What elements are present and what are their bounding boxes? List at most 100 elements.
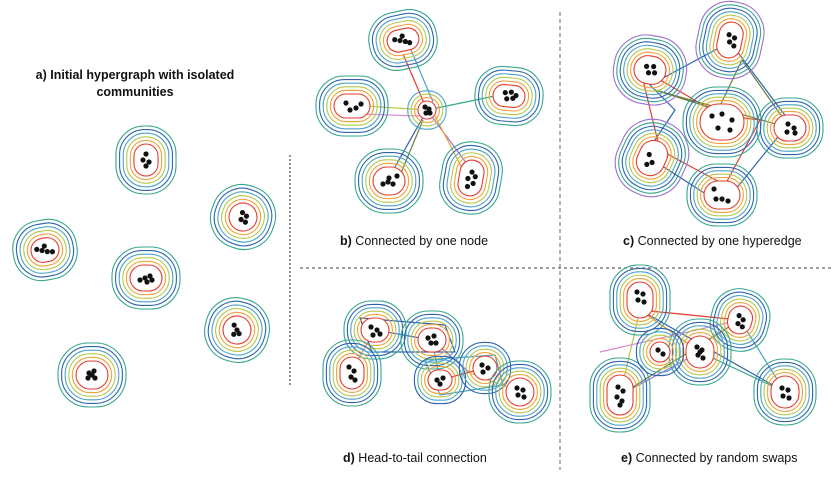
node	[719, 196, 725, 202]
hyperedge-ring	[371, 12, 435, 68]
community-4	[111, 246, 181, 310]
hyperedge-ring	[692, 96, 752, 148]
node	[469, 169, 475, 175]
hyperedge-ring	[111, 246, 181, 310]
hyperedge-ring	[716, 295, 764, 345]
node	[386, 175, 392, 181]
node	[422, 104, 428, 110]
connecting-hyperedge	[410, 49, 434, 103]
hyperedge-ring	[472, 355, 498, 381]
node	[780, 393, 786, 399]
node	[709, 113, 715, 119]
hyperedge-ring	[763, 368, 807, 416]
hyperedge-ring	[19, 226, 71, 274]
hyperedge-ring	[61, 346, 123, 404]
hyperedge-ring	[698, 4, 762, 76]
hyperedge-ring	[329, 346, 375, 400]
community-e4	[589, 357, 651, 433]
node	[655, 347, 661, 353]
node	[39, 247, 45, 254]
hyperedge-ring	[361, 155, 417, 207]
node	[423, 110, 429, 116]
hyperedge-ring	[759, 100, 821, 156]
hyperedge-ring	[333, 93, 371, 119]
node	[634, 289, 640, 295]
hyperedge-ring	[465, 348, 505, 388]
community-b5	[439, 141, 503, 215]
node	[614, 394, 620, 400]
hyperedge-ring	[760, 365, 810, 419]
hyperedge-ring	[410, 320, 454, 360]
connecting-hyperedge	[426, 95, 496, 111]
hyperedge-ring	[626, 48, 674, 92]
hyperedge-ring	[12, 218, 78, 282]
community-d3	[322, 339, 382, 407]
community-3	[12, 218, 78, 282]
hyperedge-ring	[696, 173, 748, 217]
hyperedge-ring	[386, 27, 420, 53]
hyperedge-ring	[218, 311, 256, 349]
hyperedge-ring	[326, 86, 378, 126]
connecting-hyperedge	[402, 53, 428, 111]
panel-d-caption-text: Head-to-tail connection	[354, 451, 487, 465]
hyperedge-ring	[616, 271, 664, 329]
node	[651, 70, 658, 76]
hyperedge-ring	[458, 341, 512, 395]
node	[402, 38, 408, 45]
hyperedge-ring	[211, 304, 263, 356]
hyperedge-ring	[420, 362, 460, 398]
node	[242, 219, 248, 225]
panel-b-letter: b)	[340, 234, 352, 248]
hyperedge-ring	[477, 69, 541, 123]
node	[368, 324, 374, 330]
node	[143, 163, 149, 169]
hyperedge-ring	[446, 148, 496, 208]
hyperedge-ring	[213, 187, 273, 247]
hyperedge-ring	[30, 237, 60, 263]
node	[351, 368, 357, 374]
node	[397, 38, 403, 44]
hyperedge-ring	[618, 122, 686, 194]
hyperedge-ring	[207, 300, 267, 360]
node	[140, 157, 146, 163]
community-5	[204, 297, 270, 363]
node	[786, 395, 792, 401]
community-b2	[315, 75, 389, 137]
node	[644, 161, 650, 168]
hyperedge-ring	[628, 132, 676, 184]
node	[485, 365, 491, 371]
node	[370, 332, 376, 338]
hyperedge-ring	[71, 356, 113, 394]
hyperedge-ring	[400, 310, 464, 370]
hyperedge-ring	[23, 229, 67, 271]
hyperedge-ring	[686, 163, 758, 227]
community-d2	[400, 310, 464, 370]
hyperedge-ring	[612, 267, 668, 333]
node	[440, 375, 446, 381]
hyperedge-ring	[204, 297, 270, 363]
hyperedge-ring	[407, 90, 447, 130]
hyperedge-ring	[693, 170, 751, 220]
hyperedge-ring	[606, 374, 634, 416]
node	[427, 110, 433, 116]
node	[472, 174, 478, 180]
hyperedge-ring	[696, 100, 748, 144]
panel-e-caption: e) Connected by random swaps	[621, 451, 798, 465]
community-c2	[695, 0, 765, 80]
panel-b-caption-text: Connected by one node	[351, 234, 489, 248]
node	[425, 335, 431, 341]
hyperedge-ring	[469, 352, 501, 384]
node	[464, 183, 471, 190]
hyperedge-ring	[705, 11, 755, 69]
hyperedge-ring	[368, 162, 410, 200]
hyperedge-ring	[481, 73, 537, 119]
node	[713, 196, 719, 202]
node	[392, 37, 398, 43]
hyperedge-ring	[699, 103, 745, 141]
node	[645, 70, 652, 76]
hyperedge-ring	[639, 331, 681, 373]
hyperedge-ring	[126, 136, 166, 184]
community-c6	[686, 163, 758, 227]
node	[431, 333, 437, 339]
hyperedge-ring	[424, 366, 456, 394]
